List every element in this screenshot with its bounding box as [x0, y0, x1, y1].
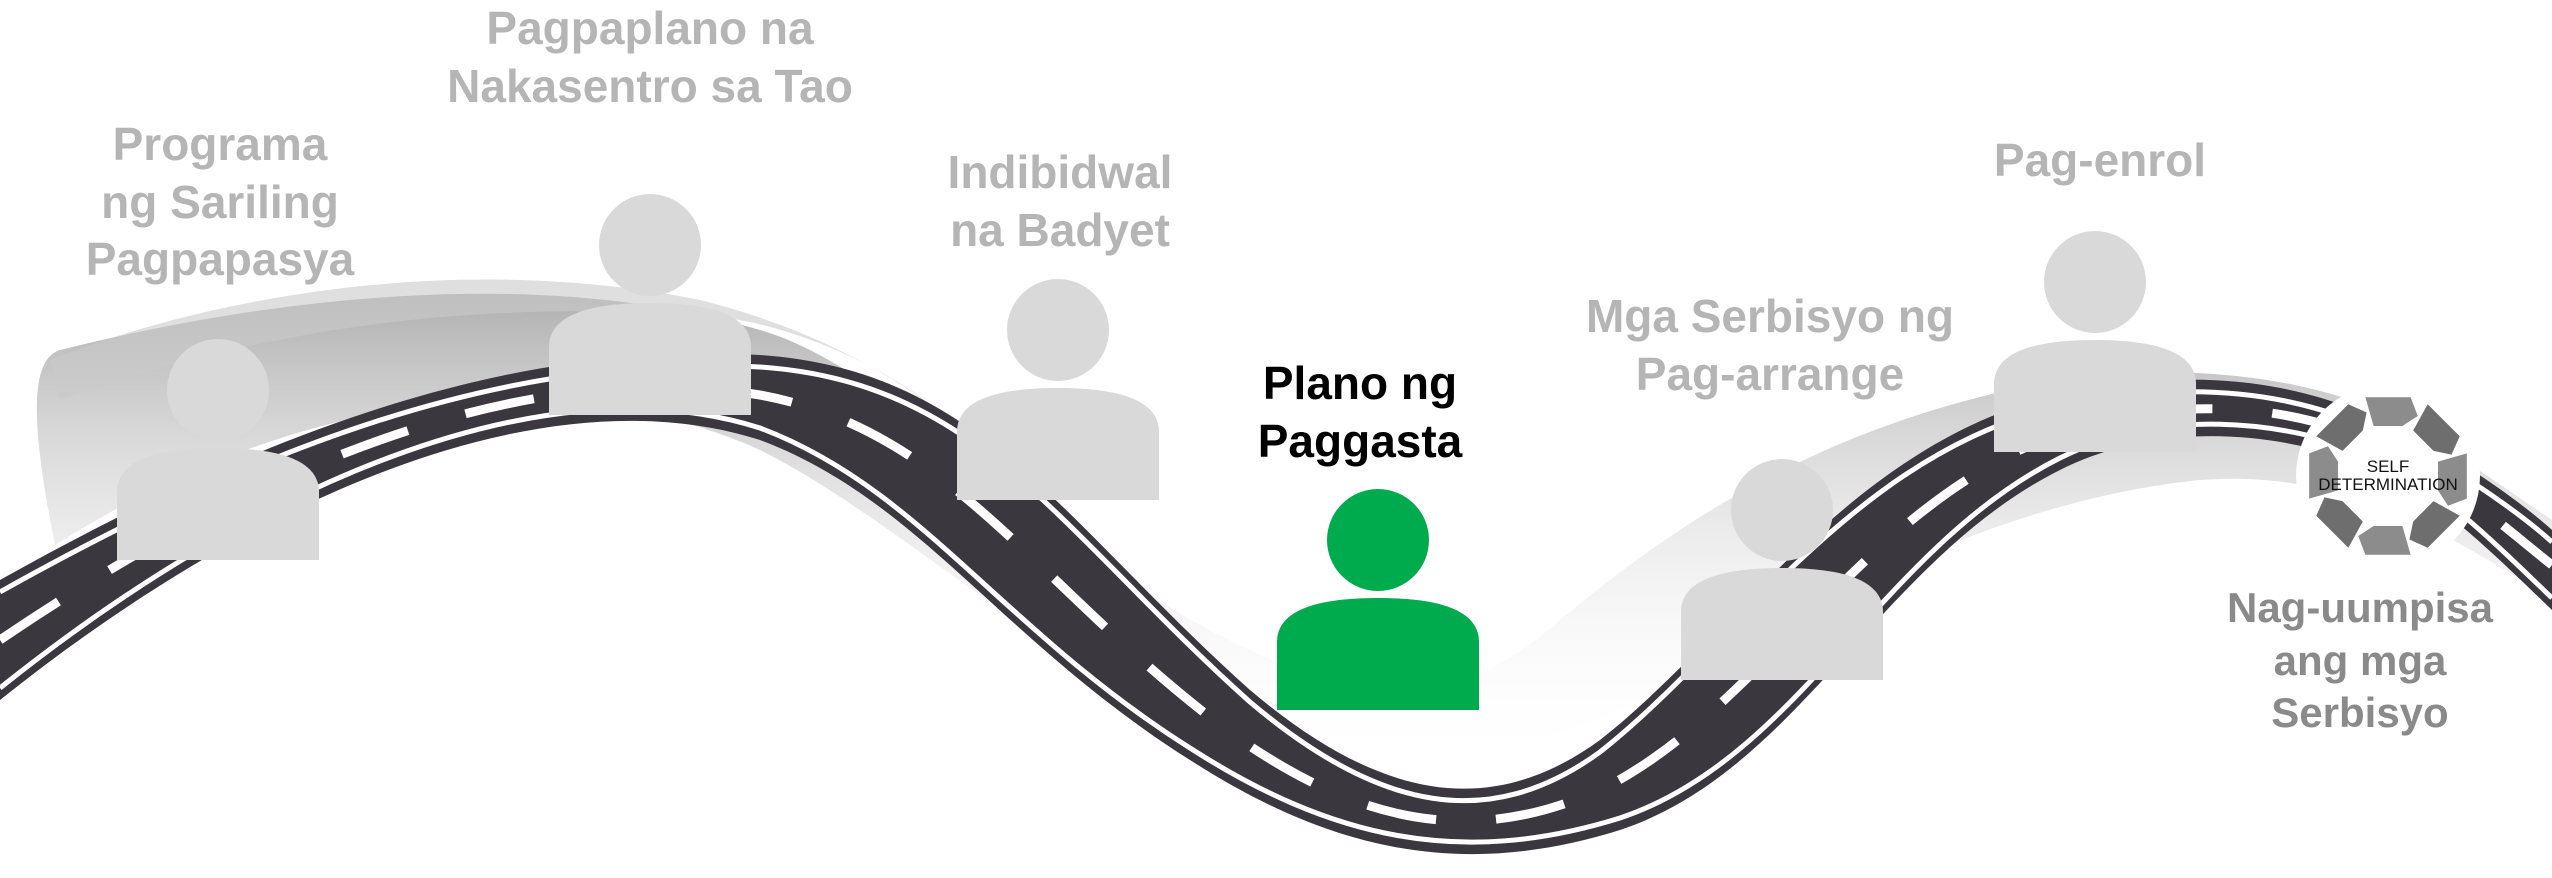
person-head [167, 339, 269, 441]
label-line: Indibidwal [947, 146, 1173, 198]
badge-line-1: SELF [2367, 457, 2410, 476]
step-label-serbisyo: Mga Serbisyo ng Pag-arrange [1560, 288, 1980, 403]
step-label-pagpaplano: Pagpaplano na Nakasentro sa Tao [420, 0, 880, 115]
arrow-segment [2316, 497, 2363, 548]
label-line: Programa [112, 118, 328, 170]
person-body [1277, 598, 1479, 710]
label-line: Pag-enrol [1993, 134, 2207, 186]
arrow-segment [2437, 453, 2467, 506]
final-step-label: Nag-uumpisa ang mga Serbisyo [2190, 582, 2530, 740]
label-line: Nakasentro sa Tao [447, 59, 853, 112]
step-label-plano: Plano ng Paggasta [1210, 355, 1510, 470]
label-line: na Badyet [950, 203, 1170, 256]
self-determination-badge: SELF DETERMINATION [2296, 384, 2480, 568]
label-line: Pagpaplano na [486, 2, 814, 54]
person-icon [549, 194, 751, 415]
label-line: Plano ng [1262, 357, 1458, 409]
person-body [117, 448, 319, 560]
label-line: Mga Serbisyo ng [1585, 290, 1955, 342]
person-head [2044, 231, 2146, 333]
person-icon [117, 339, 319, 560]
label-line: Serbisyo [2271, 689, 2449, 736]
person-body [957, 388, 1159, 500]
person-icon [957, 279, 1159, 500]
person-head [1327, 489, 1429, 591]
arrow-segment [2309, 446, 2339, 499]
label-line: Paggasta [1257, 414, 1463, 467]
person-icon [1994, 231, 2196, 452]
badge-line-2: DETERMINATION [2318, 475, 2457, 494]
step-label-indibidwal: Indibidwal na Badyet [900, 144, 1220, 259]
arrow-segment [2358, 525, 2411, 555]
label-line: Nag-uumpisa [2226, 584, 2494, 631]
label-line: ng Sariling [101, 175, 339, 228]
arrow-segment [2409, 501, 2460, 548]
person-icon [1681, 459, 1883, 680]
person-body [1994, 340, 2196, 452]
step-label-enrol: Pag-enrol [1950, 132, 2250, 190]
arrow-segment [2413, 404, 2460, 455]
person-body [549, 303, 751, 415]
arrow-segment [2316, 404, 2367, 451]
person-head [1731, 459, 1833, 561]
arrow-segment [2365, 397, 2418, 427]
label-line: Pagpapasya [85, 233, 355, 285]
label-line: ang mga [2273, 636, 2447, 684]
person-body [1681, 568, 1883, 680]
circular-arrows-icon [2309, 397, 2467, 555]
person-icon [1277, 489, 1479, 710]
road-body [0, 353, 2552, 855]
step-label-programa: Programa ng Sariling Pagpapasya [60, 116, 380, 289]
person-head [1007, 279, 1109, 381]
person-head [599, 194, 701, 296]
label-line: Pag-arrange [1635, 347, 1905, 400]
